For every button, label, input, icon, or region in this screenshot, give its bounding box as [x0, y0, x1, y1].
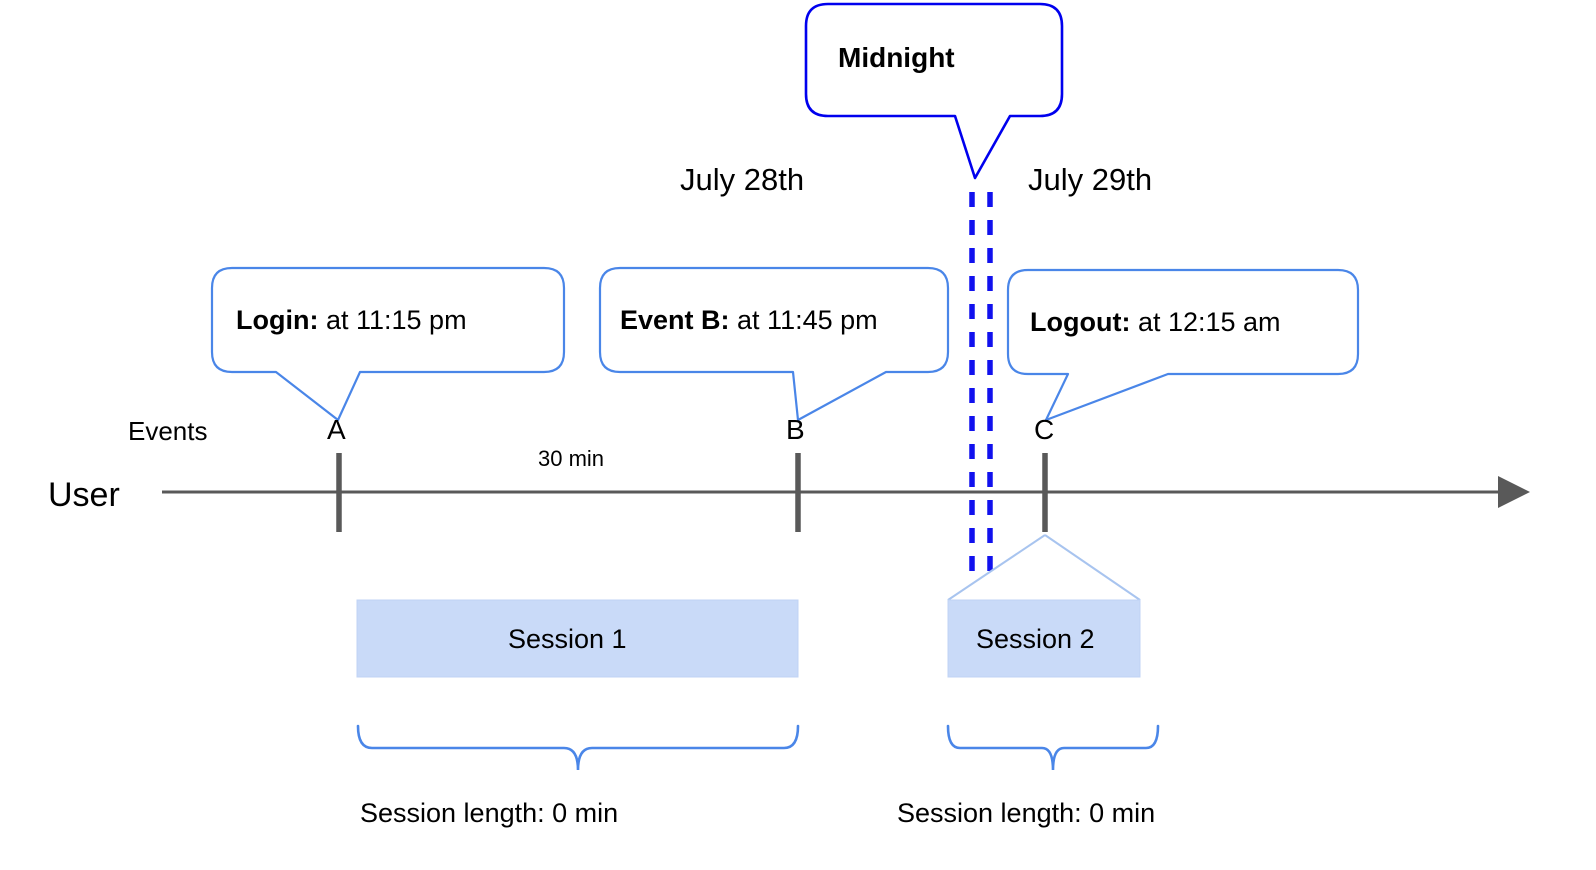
session-2-length-caption: Session length: 0 min [897, 798, 1156, 828]
logout-callout-text: Logout: at 12:15 am [1030, 309, 1281, 336]
login-callout-text: Login: at 11:15 pm [236, 307, 467, 334]
logout-callout-lead: Logout: [1030, 307, 1131, 337]
duration-label-30min: 30 min [538, 446, 605, 471]
date-label-right: July 29th [1028, 162, 1153, 197]
session-1-bar-shape [356, 599, 799, 678]
date-label-left: July 28th [680, 162, 805, 197]
event-b-callout-lead: Event B: [620, 305, 730, 335]
timeline-axis [162, 476, 1530, 508]
midnight-callout-shape [804, 2, 1064, 180]
events-row-label: Events [128, 416, 208, 446]
session-2-label: Session 2 [976, 624, 1095, 654]
session-2-bar-shape [947, 534, 1141, 678]
event-b-callout-text: Event B: at 11:45 pm [620, 307, 878, 334]
event-b-callout-detail: at 11:45 pm [729, 305, 878, 335]
logout-callout-shape [1006, 268, 1360, 422]
event-letter-c: C [1034, 414, 1055, 445]
login-callout-shape [210, 266, 566, 422]
midnight-dashed-divider [969, 192, 993, 582]
event-letter-a: A [327, 414, 346, 445]
user-row-label: User [48, 476, 120, 514]
session-2-brace [946, 724, 1160, 771]
logout-callout-detail: at 12:15 am [1130, 307, 1281, 337]
event-b-callout-shape [598, 266, 950, 422]
login-callout-lead: Login: [236, 305, 319, 335]
session-1-length-caption: Session length: 0 min [360, 798, 619, 828]
session-1-brace [356, 724, 800, 771]
event-tick-marks [336, 453, 1048, 532]
login-callout-detail: at 11:15 pm [318, 305, 467, 335]
event-letter-b: B [786, 414, 805, 445]
midnight-label: Midnight [838, 42, 955, 73]
session-1-label: Session 1 [508, 624, 627, 654]
